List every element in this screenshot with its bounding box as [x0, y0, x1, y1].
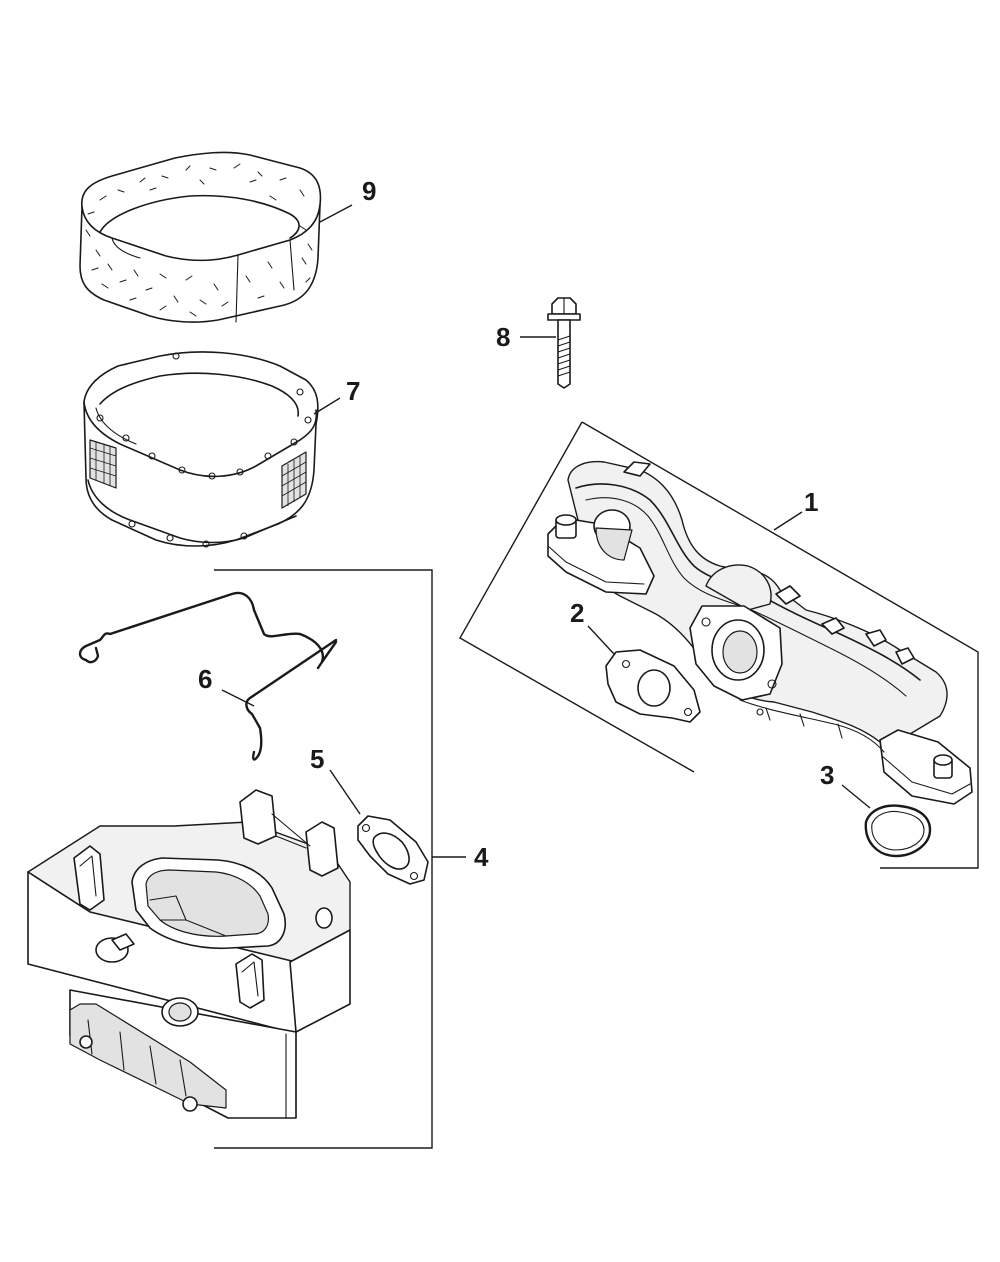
filter-mesh-left — [89, 439, 117, 489]
filter-rim-notches — [96, 352, 312, 548]
callout-6[interactable]: 6 — [198, 664, 212, 694]
part-1-intake-manifold[interactable] — [547, 460, 973, 805]
callout-9[interactable]: 9 — [362, 176, 376, 206]
frame-group-1 — [459, 421, 695, 773]
frame-group-4 — [214, 569, 433, 1149]
part-2-gasket[interactable] — [605, 649, 701, 723]
callout-8[interactable]: 8 — [496, 322, 510, 352]
callout-2[interactable]: 2 — [570, 598, 584, 628]
leader-9 — [319, 204, 353, 223]
part-9-precleaner[interactable] — [79, 151, 322, 323]
part-3-o-ring[interactable] — [864, 804, 932, 858]
callout-3[interactable]: 3 — [820, 760, 834, 790]
leader-6 — [221, 689, 255, 707]
callout-7[interactable]: 7 — [346, 376, 360, 406]
part-6-wire-clip[interactable] — [78, 591, 338, 761]
part-4-air-cleaner-base[interactable] — [27, 789, 351, 1119]
leader-3 — [841, 784, 871, 809]
foam-texture — [85, 163, 313, 317]
part-5-gasket[interactable] — [357, 815, 429, 885]
leader-2 — [587, 625, 615, 655]
leader-1 — [773, 511, 803, 531]
filter-mesh-right — [281, 451, 307, 509]
leader-5 — [329, 769, 361, 815]
callout-5[interactable]: 5 — [310, 744, 324, 774]
part-8-bolt[interactable] — [547, 297, 581, 389]
part-7-air-filter[interactable] — [83, 351, 319, 548]
bolt-threads — [557, 335, 571, 377]
callout-4[interactable]: 4 — [474, 842, 489, 872]
callout-1[interactable]: 1 — [804, 487, 818, 517]
leader-7 — [313, 397, 341, 415]
